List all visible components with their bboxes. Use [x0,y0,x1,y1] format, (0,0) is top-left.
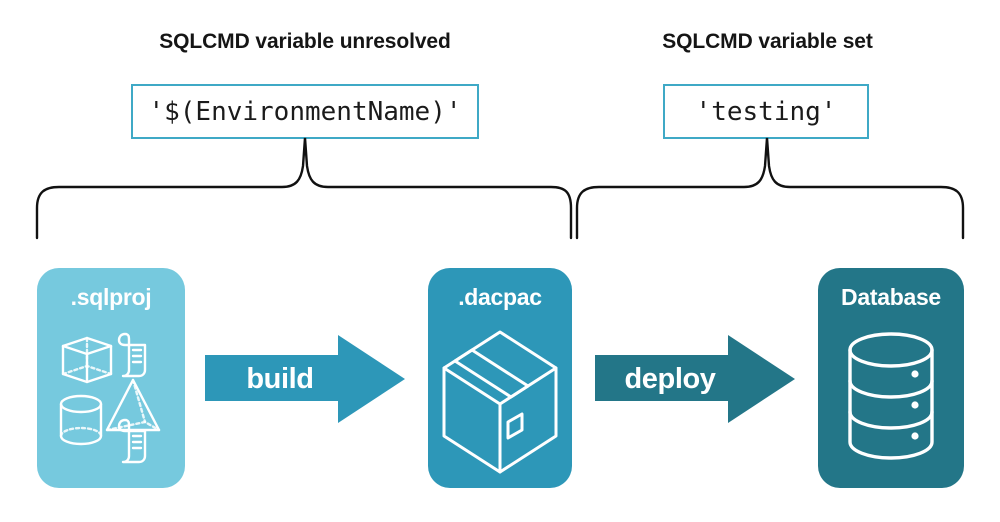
cube-wireframe-icon [61,336,113,384]
brace-left-icon [35,137,573,240]
cylinder-wireframe-icon [59,394,103,446]
sqlproj-artwork [59,332,161,464]
database-cylinder-icon [848,332,934,460]
arrow-deploy: deploy [595,333,795,425]
pyramid-wireframe-icon [105,378,161,432]
arrow-deploy-shape [595,335,795,423]
stage-box-dacpac: .dacpac [428,268,572,488]
scroll-icon [117,332,147,378]
database-status-dots [911,370,919,440]
heading-sqlcmd-variable-set: SQLCMD variable set [662,30,873,53]
brace-group [35,137,965,240]
stage-label-sqlproj: .sqlproj [70,284,152,310]
scroll-icon [117,418,147,464]
stage-label-dacpac: .dacpac [458,284,542,310]
stage-box-sqlproj: .sqlproj [37,268,185,488]
database-artwork [848,332,934,460]
stage-label-database: Database [841,284,941,310]
dacpac-artwork [442,330,558,474]
arrow-build-shape [205,335,405,423]
package-box-icon [442,330,558,474]
heading-sqlcmd-variable-unresolved: SQLCMD variable unresolved [159,30,451,53]
arrow-build: build [205,333,405,425]
brace-right-icon [575,137,965,240]
code-box-environment-name: '$(EnvironmentName)' [131,84,479,139]
stage-box-database: Database [818,268,964,488]
